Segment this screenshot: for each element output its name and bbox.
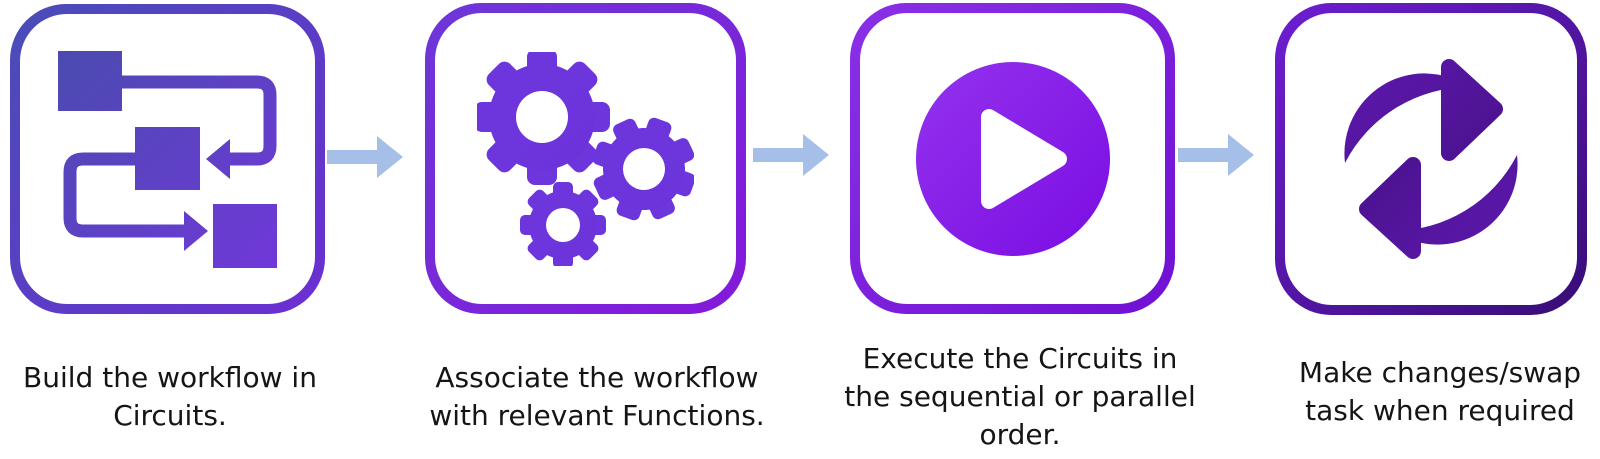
step-caption-build: Build the workflow in Circuits. xyxy=(0,359,360,435)
caption-line: Associate the workflow xyxy=(435,361,759,394)
flow-arrow-icon xyxy=(1178,134,1254,176)
caption-line: the sequential or parallel xyxy=(844,380,1196,413)
caption-line: Make changes/swap xyxy=(1298,356,1582,389)
workflow-icon xyxy=(57,51,277,268)
caption-line: Circuits. xyxy=(113,399,227,432)
swap-arrows-icon xyxy=(1344,59,1518,259)
caption-line: task when required xyxy=(1305,394,1575,427)
step-caption-execute: Execute the Circuits in the sequential o… xyxy=(820,340,1220,454)
step-caption-change: Make changes/swap task when required xyxy=(1250,354,1600,430)
step-card-change-inner xyxy=(1285,13,1577,305)
step-card-execute xyxy=(850,3,1175,314)
caption-line: Build the workflow in xyxy=(23,361,317,394)
step-card-build xyxy=(10,4,325,314)
caption-line: with relevant Functions. xyxy=(429,399,765,432)
play-icon xyxy=(915,61,1110,256)
flow-arrow-icon xyxy=(753,134,829,176)
caption-line: Execute the Circuits in xyxy=(862,342,1178,375)
caption-line: order. xyxy=(979,418,1061,451)
step-card-associate-inner xyxy=(435,13,736,304)
flow-arrow-icon xyxy=(327,136,403,178)
step-card-execute-inner xyxy=(860,13,1165,304)
step-caption-associate: Associate the workflow with relevant Fun… xyxy=(407,359,787,435)
step-card-associate xyxy=(425,3,746,314)
gears-icon xyxy=(477,51,694,266)
step-card-change xyxy=(1275,3,1587,315)
step-card-build-inner xyxy=(20,14,315,304)
